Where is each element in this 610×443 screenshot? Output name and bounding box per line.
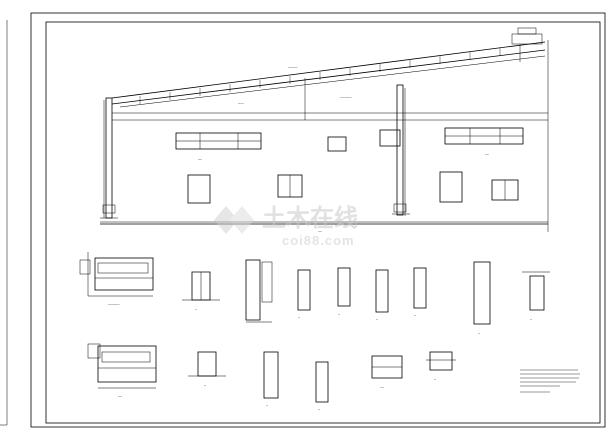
svg-text:—————: ————— — [288, 65, 298, 69]
detail-row-2: —— — — — —— — — [87, 343, 456, 411]
inner-frame — [45, 21, 601, 424]
watermark-domain: coi88.com — [282, 233, 355, 248]
svg-text:—: — — [530, 317, 532, 321]
svg-text:——: —— — [485, 152, 489, 156]
svg-text:—: — — [478, 331, 480, 335]
svg-text:——————: —————— — [108, 302, 120, 306]
svg-text:—: — — [414, 313, 416, 317]
detail-row-1: —————— — — — — — — — — [79, 252, 550, 335]
svg-text:——————: —————— — [340, 95, 352, 99]
watermark-logo-icon — [214, 206, 254, 234]
svg-text:—: — — [195, 307, 197, 311]
general-notes — [520, 369, 580, 393]
svg-text:——: —— — [198, 157, 202, 161]
main-elevation: ————— —————— ——— —— —— —— — [100, 27, 549, 233]
watermark: 土木在线 coi88.com — [214, 204, 358, 248]
svg-text:——: —— — [118, 394, 122, 398]
left-page-edge — [0, 20, 8, 426]
svg-text:———: ——— — [238, 101, 244, 105]
svg-text:——: —— — [380, 385, 384, 389]
svg-text:—: — — [318, 407, 320, 411]
svg-text:—: — — [266, 403, 268, 407]
svg-text:——: —— — [318, 229, 322, 233]
svg-text:—: — — [204, 383, 206, 387]
svg-text:—: — — [434, 377, 436, 381]
watermark-brand: 土木在线 — [262, 204, 358, 232]
svg-text:—: — — [298, 315, 300, 319]
outer-frame — [30, 12, 606, 428]
svg-text:—: — — [376, 317, 378, 321]
svg-text:—: — — [338, 312, 340, 316]
